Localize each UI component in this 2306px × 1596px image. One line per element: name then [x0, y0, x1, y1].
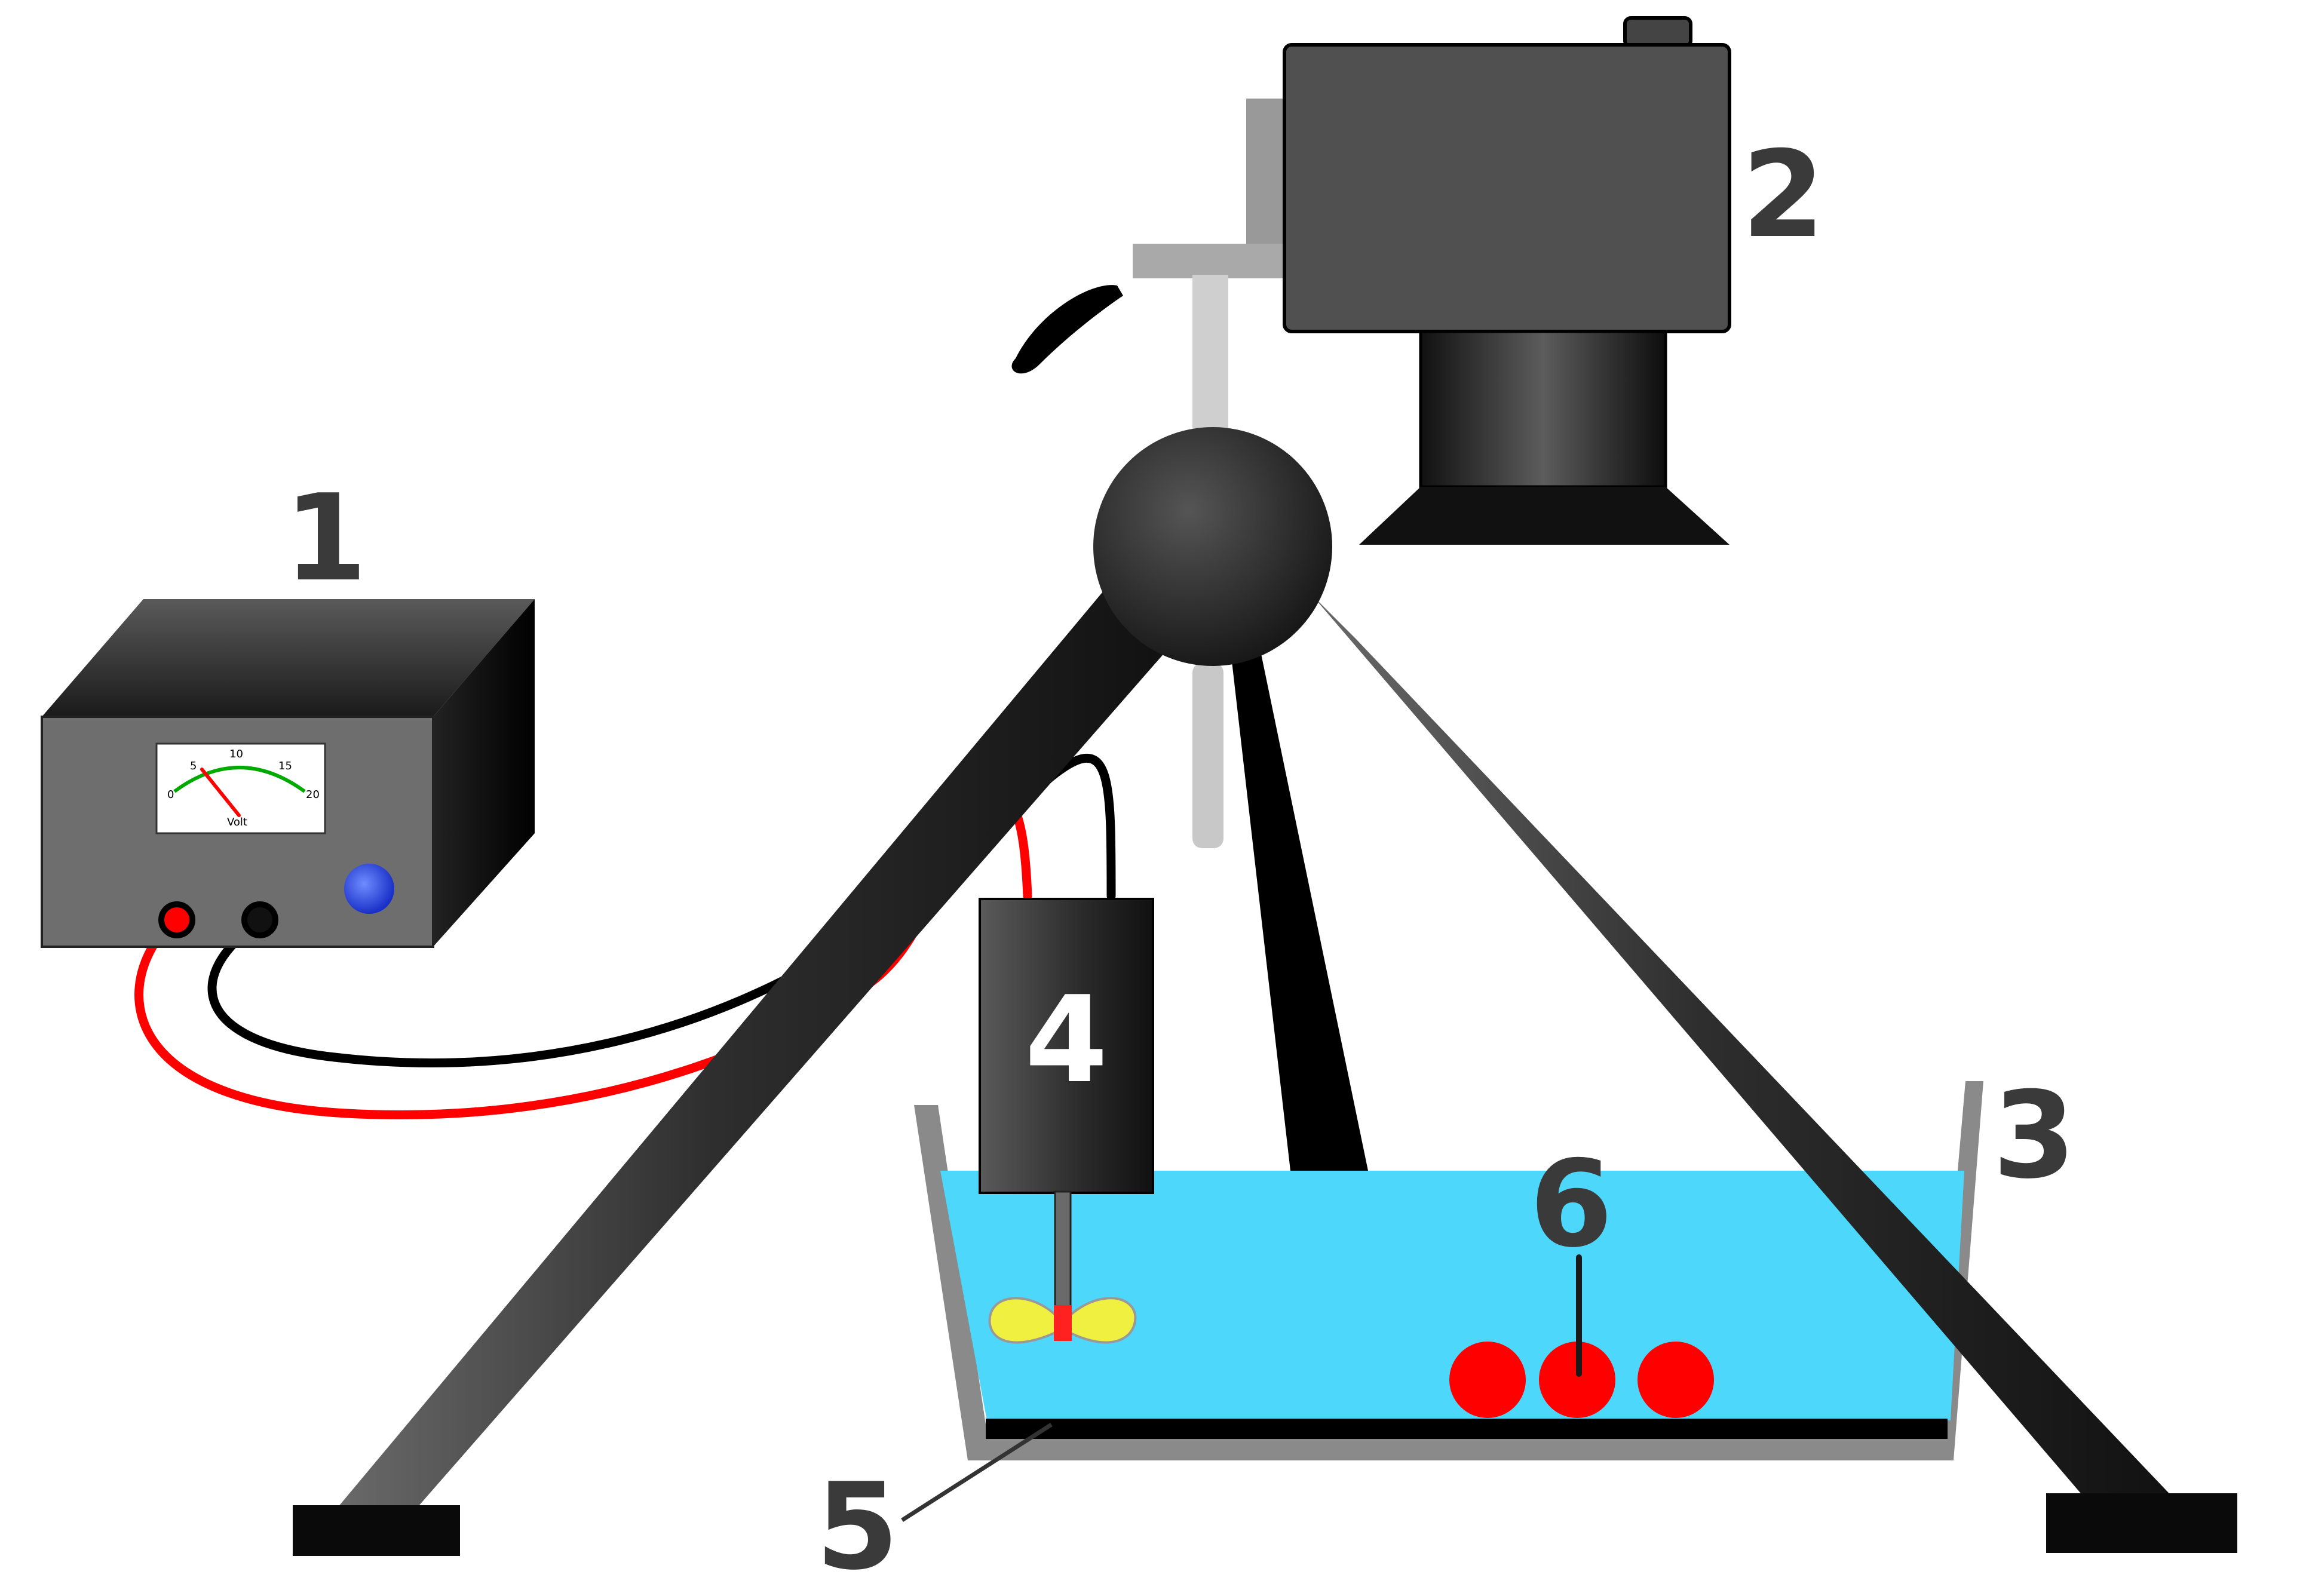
camera — [1283, 16, 1731, 545]
voltmeter-unit: Volt — [227, 816, 247, 828]
label-power-supply: 1 — [284, 469, 367, 608]
particle — [1449, 1342, 1526, 1418]
voltmeter-face — [155, 742, 326, 834]
power-supply-side — [433, 599, 535, 947]
voltmeter-tick-15: 15 — [278, 760, 292, 772]
particle — [1637, 1342, 1714, 1418]
bottom-layer-leader-line — [901, 1423, 1053, 1522]
particle — [1539, 1342, 1615, 1418]
particles — [1449, 1342, 1714, 1418]
label-particles: 6 — [1529, 1135, 1612, 1274]
voltmeter-tick-0: 0 — [167, 788, 174, 801]
negative-terminal — [241, 901, 278, 938]
stirrer — [979, 898, 1154, 1344]
camera-lens — [1419, 330, 1667, 489]
tripod-right-leg — [1311, 594, 2237, 1553]
tripod-left-leg — [293, 567, 1174, 1556]
label-camera: 2 — [1741, 125, 1824, 265]
label-bottom-layer: 5 — [815, 1457, 899, 1596]
camera-mount — [1011, 99, 1283, 439]
power-knob — [344, 864, 394, 914]
camera-lens-hood — [1359, 487, 1730, 545]
camera-body — [1283, 43, 1731, 333]
bottom-layer — [986, 1419, 1948, 1439]
voltmeter-tick-5: 5 — [190, 760, 197, 772]
voltmeter-scale-arc — [173, 766, 306, 793]
tripod-back-leg — [1231, 651, 1368, 1171]
water — [940, 1171, 1964, 1420]
voltmeter-tick-20: 20 — [306, 788, 320, 801]
tripod-lower-rod — [1192, 663, 1223, 848]
label-stirrer: 4 — [1025, 971, 1108, 1110]
stirrer-shaft — [1054, 1190, 1072, 1312]
left-foot — [293, 1505, 460, 1556]
positive-terminal — [158, 901, 195, 938]
camera-handle — [1011, 285, 1123, 374]
power-supply-top — [42, 599, 535, 717]
voltmeter-needle — [200, 768, 241, 817]
camera-shutter-button — [1623, 16, 1692, 48]
tripod-ball-head — [1093, 427, 1332, 666]
stirrer-motor — [979, 898, 1154, 1194]
label-container: 3 — [1992, 1066, 2075, 1205]
right-foot — [2046, 1493, 2237, 1553]
voltmeter-tick-10: 10 — [229, 748, 243, 760]
water-container — [914, 1081, 1983, 1460]
stirrer-hub — [1054, 1305, 1072, 1341]
voltmeter: 0 5 10 15 20 Volt — [155, 742, 326, 834]
